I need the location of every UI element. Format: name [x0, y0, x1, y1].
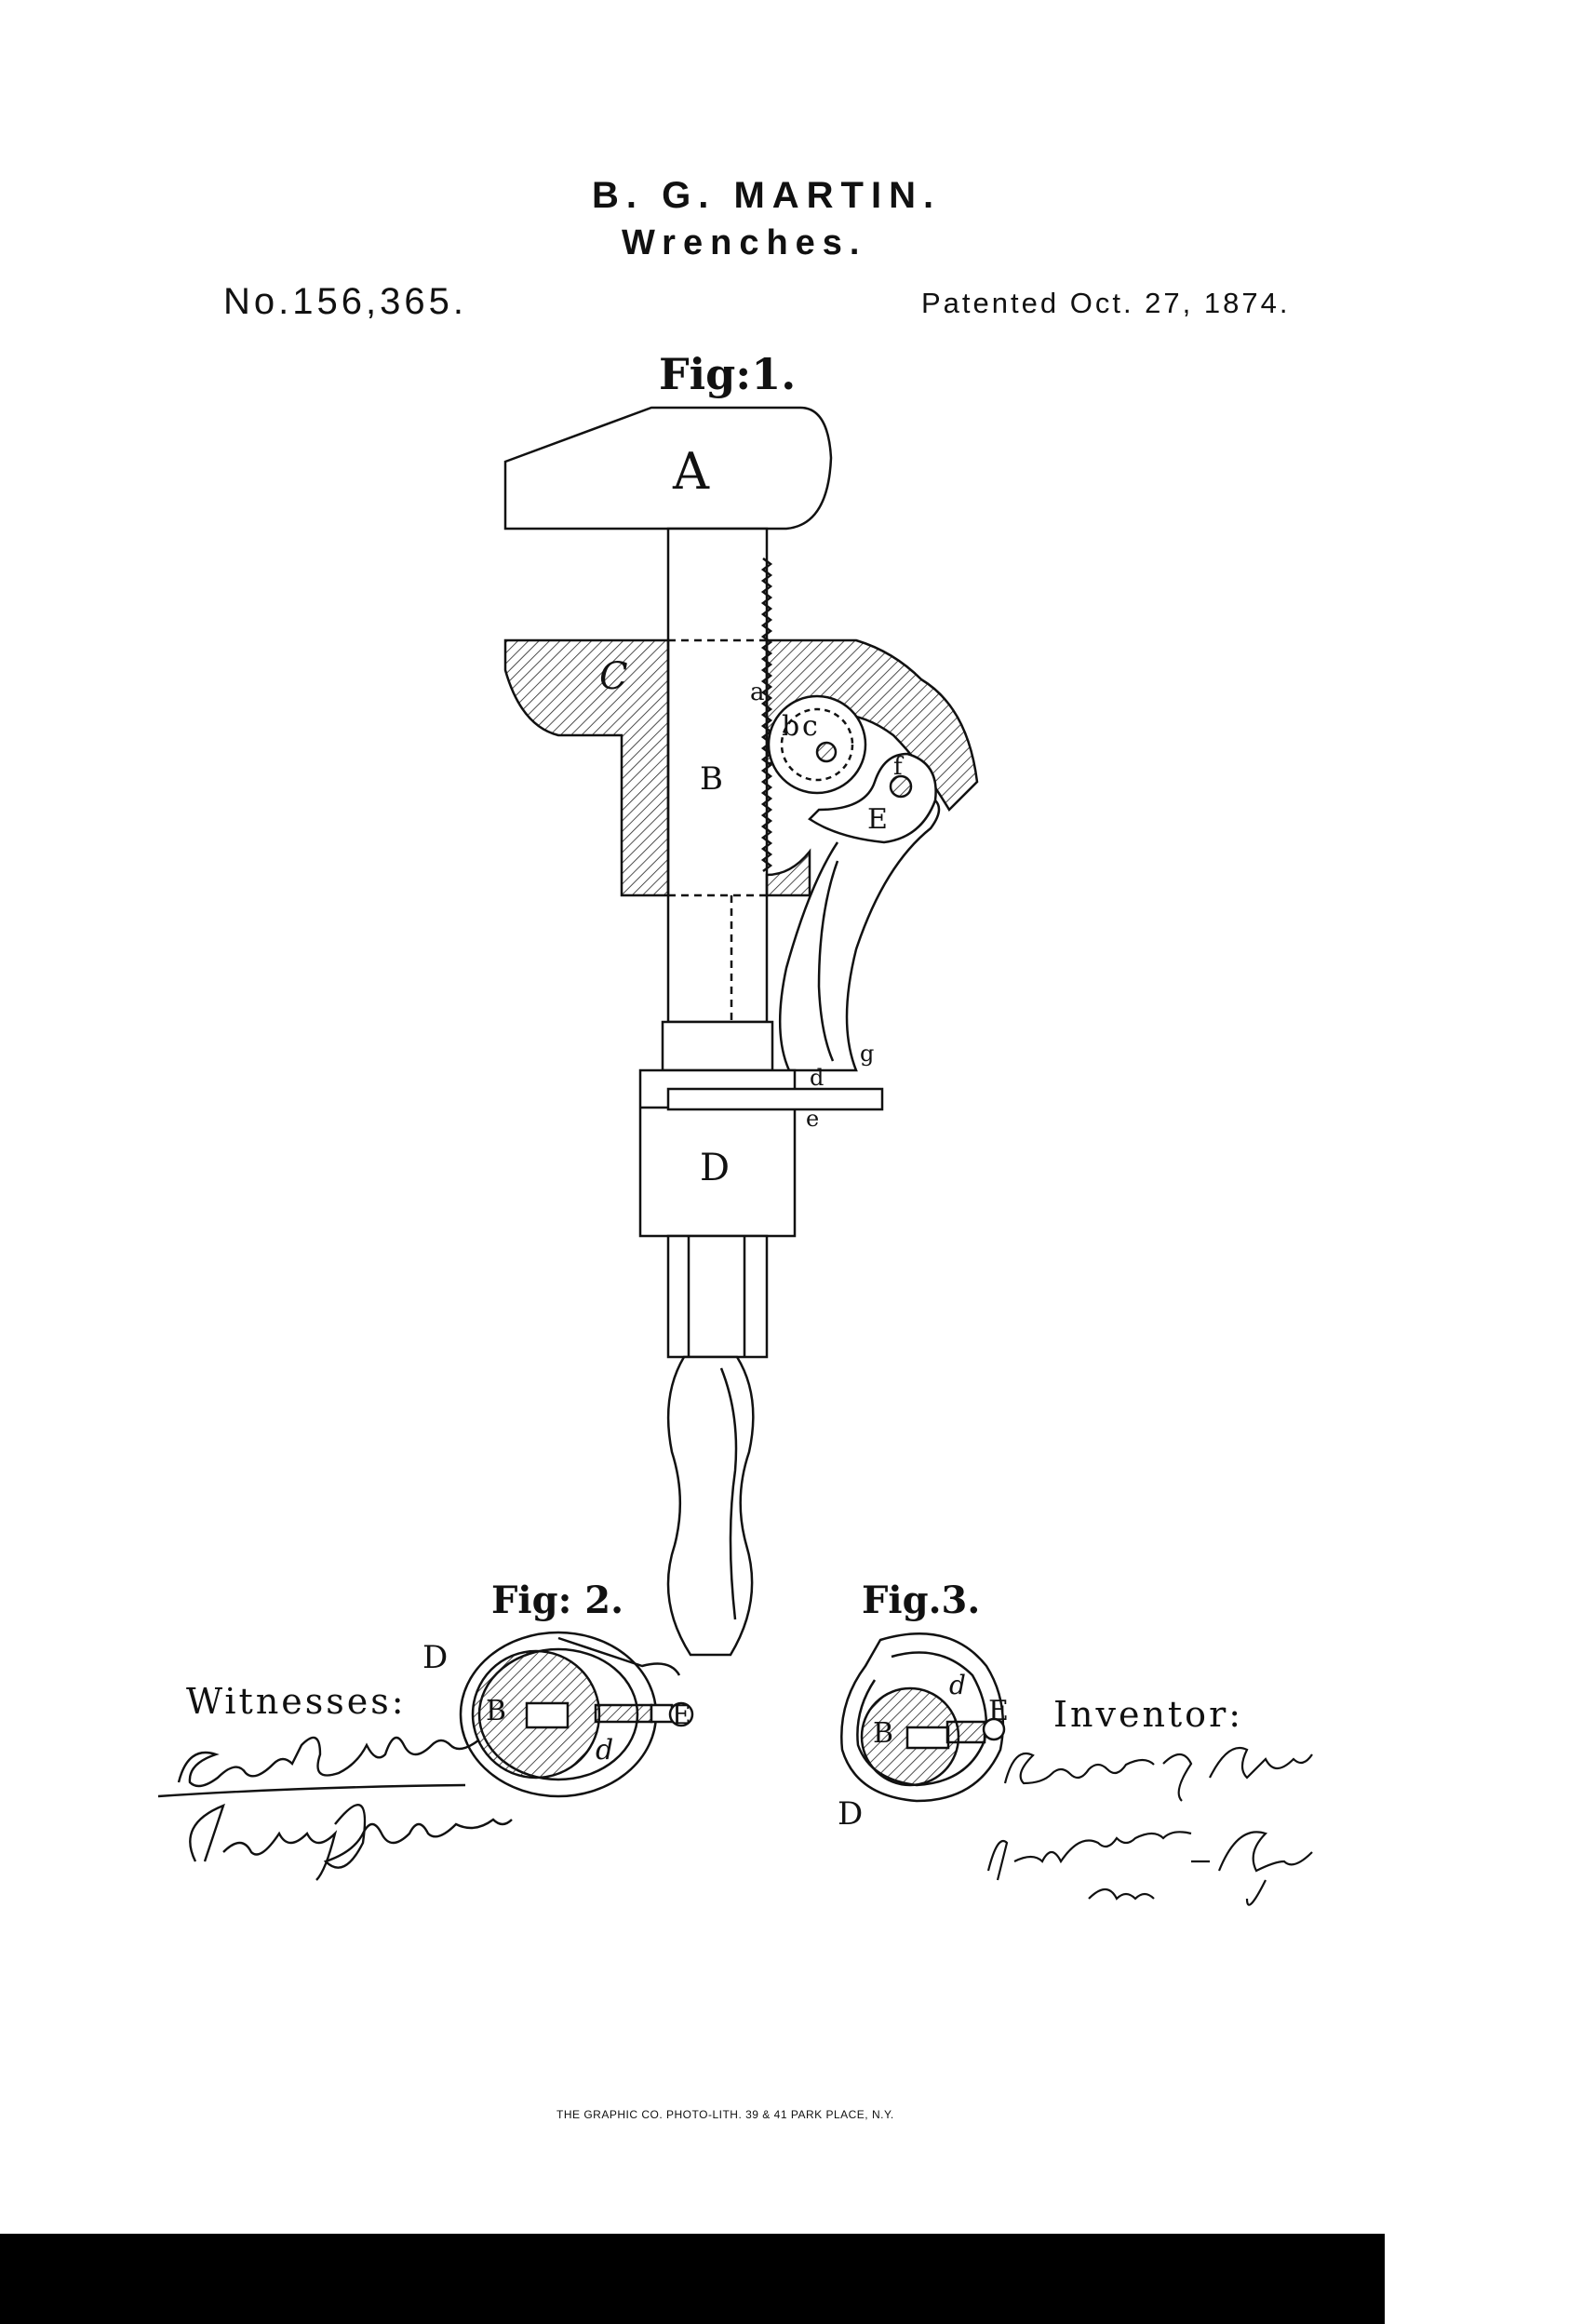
- shank-b: [666, 527, 769, 1024]
- inventor-name-header: B. G. MARTIN.: [592, 175, 942, 216]
- fig1-label: Fig:1.: [659, 349, 797, 399]
- label-c-small: c: [802, 710, 818, 743]
- label-e: E: [867, 803, 888, 836]
- patent-date: Patented Oct. 27, 1874.: [921, 287, 1291, 319]
- label-b: B: [700, 760, 723, 798]
- spring-arm: [778, 799, 941, 1072]
- label-a-small: a: [750, 678, 765, 706]
- patent-title: Wrenches.: [622, 223, 867, 262]
- inventor-signatures: [986, 1747, 1313, 1906]
- fig2-label-d-small: d: [596, 1734, 613, 1767]
- fig3-label-d: D: [838, 1795, 863, 1833]
- attorney-signature: [986, 1831, 1313, 1906]
- jaw-a: [503, 406, 833, 531]
- fig2-drawing: [459, 1631, 694, 1798]
- part-letters: A C B a b c f E g d e D D B E d d B E D: [422, 442, 1009, 1833]
- fig3-label-b: B: [873, 1717, 893, 1750]
- shank-teeth: [760, 557, 773, 872]
- fig2-label-b: B: [486, 1695, 506, 1727]
- inventor-signature: [1003, 1747, 1313, 1802]
- scan-border-bar: [0, 2234, 1385, 2324]
- label-b-small: b: [782, 710, 799, 743]
- printer-credit: THE GRAPHIC CO. PHOTO-LITH. 39 & 41 PARK…: [556, 2108, 894, 2121]
- witness-signature-1: [157, 1736, 479, 1798]
- label-e-small: e: [806, 1106, 819, 1132]
- fig2-label: Fig: 2.: [491, 1578, 624, 1622]
- fig2-label-e: E: [672, 1699, 690, 1730]
- fig3-label-e: E: [988, 1695, 1009, 1727]
- label-d-small: d: [810, 1065, 824, 1091]
- ferrule: [666, 1234, 769, 1359]
- witness-signature-2: [189, 1803, 513, 1881]
- handle: [666, 1355, 755, 1657]
- witnesses-label: Witnesses:: [186, 1681, 407, 1722]
- patent-number: No.156,365.: [223, 281, 467, 322]
- inventor-label: Inventor:: [1053, 1694, 1244, 1735]
- fig2-label-d: D: [422, 1639, 448, 1676]
- fig3-label: Fig.3.: [862, 1578, 981, 1622]
- ratchet-bar: [666, 1087, 884, 1111]
- jaw-c-section: [503, 638, 670, 897]
- collar: [661, 1020, 774, 1072]
- gear-pin: [815, 741, 838, 763]
- label-a-big: A: [672, 442, 710, 501]
- label-g: g: [860, 1041, 874, 1067]
- fig3-label-d-small: d: [949, 1670, 966, 1700]
- fig3-drawing: [840, 1632, 1006, 1803]
- label-c: C: [599, 655, 628, 698]
- pivot-f: [889, 774, 913, 799]
- label-f: f: [893, 753, 905, 781]
- witness-signatures: [157, 1736, 513, 1881]
- jaw-c-lower: [765, 848, 811, 897]
- label-d: D: [700, 1147, 730, 1189]
